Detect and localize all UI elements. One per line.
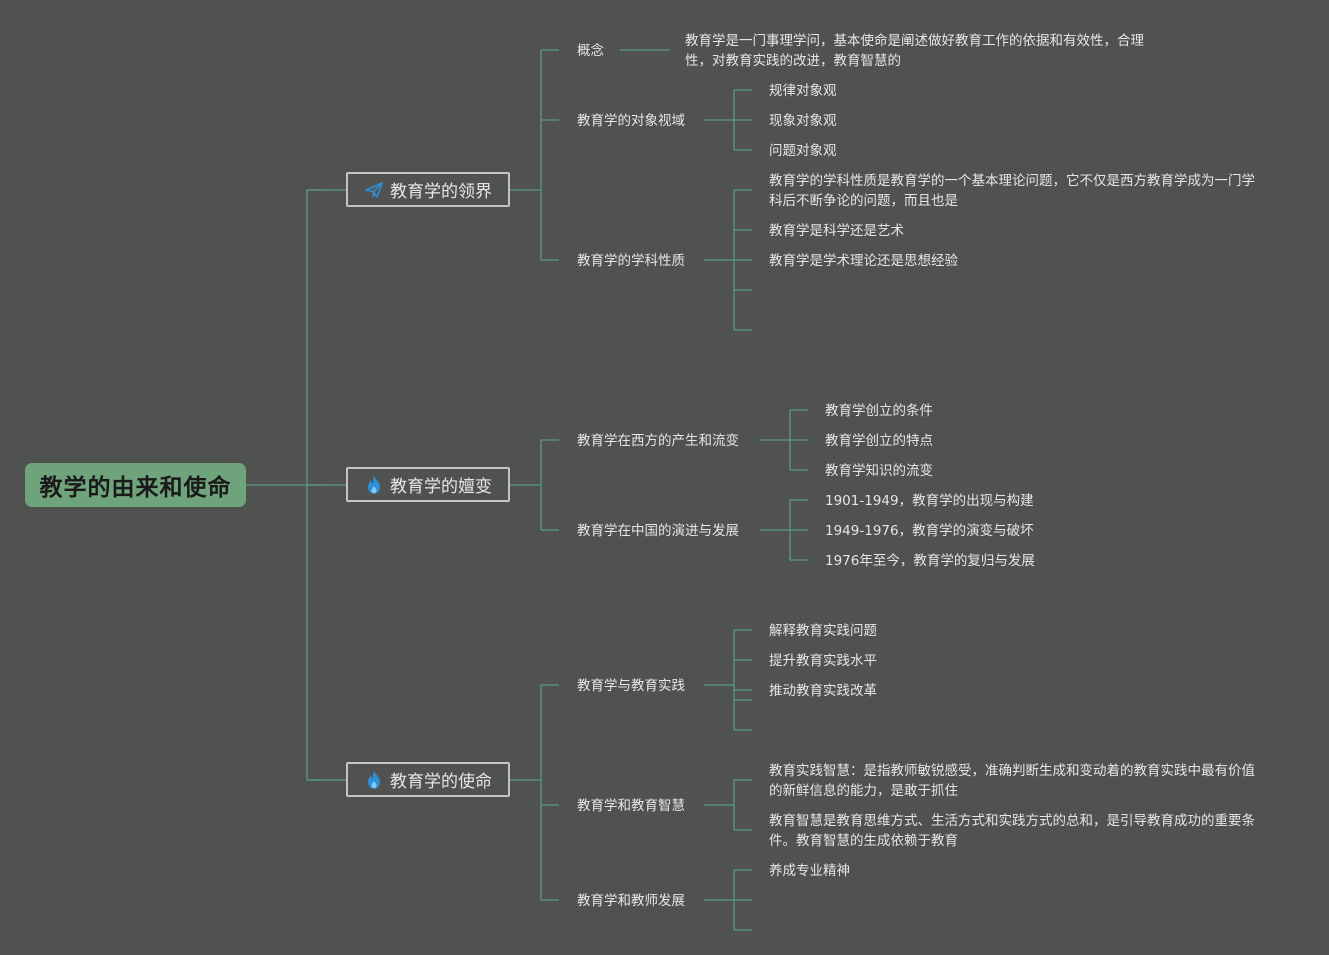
leaf-reform-practice[interactable]: 推动教育实践改革: [769, 683, 877, 699]
subtopic-discipline-nature[interactable]: 教育学的学科性质: [577, 253, 685, 269]
subtopic-concept[interactable]: 概念: [577, 43, 604, 59]
subtopic-education-wisdom[interactable]: 教育学和教育智慧: [577, 798, 685, 814]
subtopic-object-view[interactable]: 教育学的对象视域: [577, 113, 685, 129]
leaf-wisdom-definition[interactable]: 教育智慧是教育思维方式、生活方式和实践方式的总和，是引导教育成功的重要条件。教育…: [769, 813, 1255, 849]
leaf-theory-or-experience[interactable]: 教育学是学术理论还是思想经验: [769, 253, 958, 269]
branch-label: 教育学的嬗变: [390, 477, 492, 497]
subtopic-china-development[interactable]: 教育学在中国的演进与发展: [577, 523, 739, 539]
leaf-concept-definition[interactable]: 教育学是一门事理学问，基本使命是阐述做好教育工作的依据和有效性，合理性，对教育实…: [685, 33, 1144, 69]
leaf-phenomenon-object-view[interactable]: 现象对象观: [769, 113, 837, 129]
subtopic-teacher-development[interactable]: 教育学和教师发展: [577, 893, 685, 909]
leaf-science-or-art[interactable]: 教育学是科学还是艺术: [769, 223, 904, 239]
leaf-period-1949-1976[interactable]: 1949-1976，教育学的演变与破坏: [825, 523, 1034, 539]
leaf-discipline-nature-question[interactable]: 教育学的学科性质是教育学的一个基本理论问题，它不仅是西方教育学成为一门学科后不断…: [769, 173, 1255, 209]
leaf-problem-object-view[interactable]: 问题对象观: [769, 143, 837, 159]
paper-plane-icon: [365, 181, 383, 198]
leaf-knowledge-evolution[interactable]: 教育学知识的流变: [825, 463, 933, 479]
root-node[interactable]: 教学的由来和使命: [25, 463, 246, 507]
leaf-professional-spirit[interactable]: 养成专业精神: [769, 863, 850, 879]
subtopic-west-origin[interactable]: 教育学在西方的产生和流变: [577, 433, 739, 449]
branch-node-scope[interactable]: 教育学的领界: [346, 172, 510, 207]
leaf-founding-features[interactable]: 教育学创立的特点: [825, 433, 933, 449]
leaf-practice-wisdom[interactable]: 教育实践智慧：是指教师敏锐感受，准确判断生成和变动着的教育实践中最有价值的新鲜信…: [769, 763, 1255, 799]
subtopic-education-practice[interactable]: 教育学与教育实践: [577, 678, 685, 694]
branch-node-evolution[interactable]: 教育学的嬗变: [346, 467, 510, 502]
flame-icon: [368, 770, 380, 789]
leaf-period-1976-now[interactable]: 1976年至今，教育学的复归与发展: [825, 553, 1035, 569]
leaf-law-object-view[interactable]: 规律对象观: [769, 83, 837, 99]
leaf-explain-practice[interactable]: 解释教育实践问题: [769, 623, 877, 639]
branch-label: 教育学的使命: [390, 772, 492, 792]
leaf-period-1901-1949[interactable]: 1901-1949，教育学的出现与构建: [825, 493, 1034, 509]
leaf-improve-practice[interactable]: 提升教育实践水平: [769, 653, 877, 669]
leaf-founding-conditions[interactable]: 教育学创立的条件: [825, 403, 933, 419]
branch-node-mission[interactable]: 教育学的使命: [346, 762, 510, 797]
branch-label: 教育学的领界: [390, 182, 492, 202]
flame-icon: [368, 475, 380, 494]
